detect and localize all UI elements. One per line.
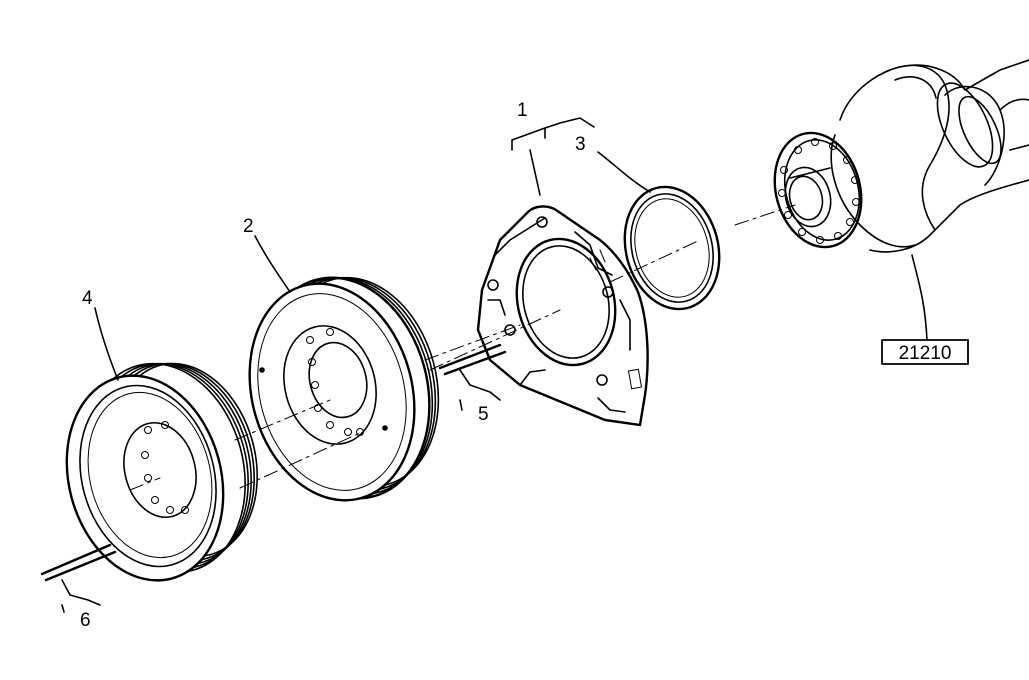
leader-lines	[61, 117, 651, 613]
callout-6: 6	[80, 610, 91, 631]
callout-5: 5	[478, 404, 489, 425]
reference-box: 21210	[881, 339, 969, 365]
belt-pulley	[65, 362, 259, 582]
callout-2: 2	[243, 216, 254, 237]
damper-pulley	[248, 276, 440, 502]
seal-housing	[476, 205, 649, 427]
pulley-bolt-holes	[141, 421, 189, 514]
crankshaft	[773, 59, 1029, 253]
bolts-6	[40, 543, 117, 582]
callout-4: 4	[82, 288, 93, 309]
assembly-center-lines	[129, 204, 796, 491]
callout-3: 3	[575, 134, 586, 155]
callout-1: 1	[517, 100, 528, 121]
seal-ring	[623, 185, 721, 311]
bolts-5	[438, 343, 507, 376]
reference-number: 21210	[899, 343, 952, 364]
damper-bolt-holes	[259, 328, 388, 436]
